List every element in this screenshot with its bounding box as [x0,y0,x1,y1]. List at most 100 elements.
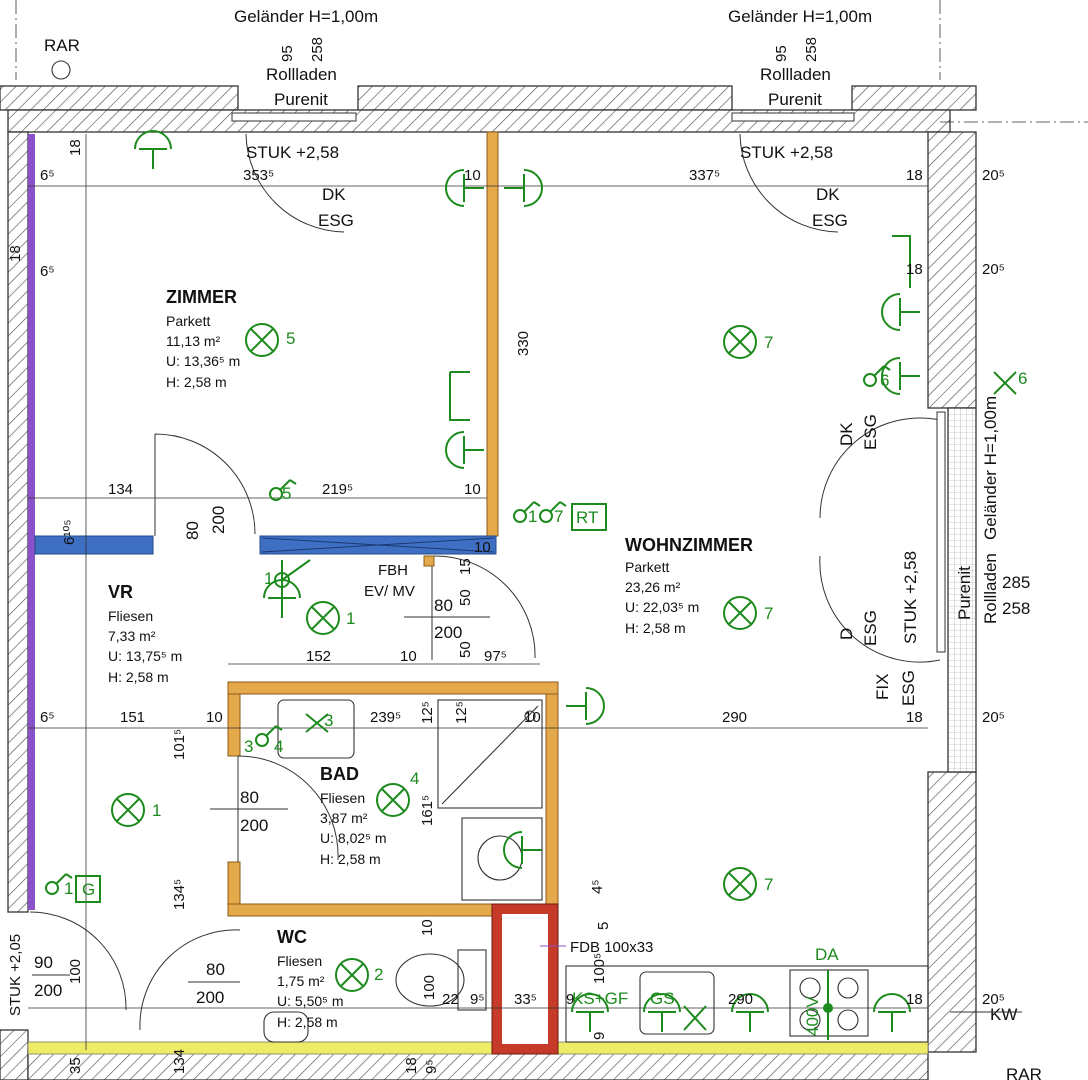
esg-east: ESG [861,414,880,450]
dim: 20⁵ [982,709,1005,726]
shower-drain [524,710,536,722]
dim: 6⁵ [40,263,55,280]
num: 5 [282,484,291,503]
dim: 239⁵ [370,709,401,726]
purenit-label-1: Purenit [274,90,328,109]
rar-bottom-label: RAR [1006,1065,1042,1080]
shutter-label-2: Rollladen [760,65,831,84]
dim: 12⁵ [419,701,436,724]
num: 5 [286,329,295,348]
socket-icon [873,993,911,1033]
dim: 33⁵ [514,991,537,1008]
wall-east-lower [927,771,977,1053]
stuk-label-2: STUK +2,58 [740,143,833,162]
dim: 219⁵ [322,481,353,498]
dim: 18 [403,1057,420,1074]
symbol-numbers: 5 7 7 7 1 1 4 2 5 1 7 RT 1 1 G 6 6 3 4 3 [64,329,1027,984]
dim: 50 [457,641,474,658]
dim: 10 [400,648,417,665]
socket-icon [503,169,543,207]
rt-label: RT [576,508,598,527]
dim: 15 [457,558,474,575]
wall-north-right [851,85,977,111]
dk-label-2: DK [816,185,840,204]
washer-drum [477,835,523,881]
num: 7 [764,604,773,623]
room-perimeter: U: 5,50⁵ m [277,993,344,1009]
sink-kitchen [639,971,715,1035]
rail-label-1: Geländer H=1,00m [234,7,378,26]
room-zimmer: ZIMMER Parkett 11,13 m² U: 13,36⁵ m H: 2… [166,287,240,390]
toilet-bowl [395,953,465,1007]
num: 1 [346,609,355,628]
ceiling-light-icon [335,958,369,992]
room-name: VR [108,582,133,602]
rar-symbol [51,60,71,80]
room-area: 11,13 m² [166,333,221,349]
room-name: BAD [320,764,359,784]
dim: 10 [206,709,223,726]
dim: 9 [566,991,574,1008]
fan-x-icon [993,371,1017,395]
shower-tray [437,699,543,809]
esg-east-3: ESG [899,670,918,706]
num: 1 [528,507,537,526]
room-perimeter: U: 13,36⁵ m [166,353,240,369]
shutter-east: Rollladen [981,553,1000,624]
esg-label-2: ESG [812,211,848,230]
door-entry-width: 90 [34,953,53,972]
shutter-label-1: Rollladen [266,65,337,84]
installation-wall-vr [34,535,154,555]
room-wc: WC Fliesen 1,75 m² U: 5,50⁵ m H: 2,58 m [277,927,344,1030]
dim: 12⁵ [453,701,470,724]
dim: 18 [906,991,923,1008]
da-label: DA [815,945,839,964]
num: 1 [152,801,161,820]
gs-label: GS [650,989,675,1008]
kitchen-counter [565,965,929,1043]
purenit-strip [947,407,977,773]
room-floor: Parkett [166,313,210,329]
dim: 290 [722,709,747,726]
toilet-tank [457,949,487,1011]
dim: 100 [67,959,84,984]
ceiling-light-icon [723,325,757,359]
ceiling-light-icon [723,596,757,630]
dim: 18 [906,709,923,726]
height-95-1: 95 [279,45,296,62]
ev-box [423,555,435,567]
stuk-east: STUK +2,58 [901,551,920,644]
evmv-label: EV/ MV [364,583,415,600]
rail-east: Geländer H=1,00m [981,396,1000,540]
fbh-label: FBH [378,562,408,579]
room-wohnzimmer: WOHNZIMMER Parkett 23,26 m² U: 22,03⁵ m … [625,535,753,636]
room-area: 1,75 m² [277,973,325,989]
room-height: H: 2,58 m [625,620,686,636]
dim: 151 [120,709,145,726]
dim: 10 [464,167,481,184]
dim: 100⁵ [591,953,608,984]
installation-cross [261,537,495,553]
wall-south [27,1049,929,1080]
room-bad: BAD Fliesen 3,87 m² U: 8,02⁵ m H: 2,58 m [320,764,387,867]
insulation-west [28,134,35,910]
v400-label: 400V [803,996,822,1036]
num: 1 [64,879,73,898]
dim: 35 [67,1057,84,1074]
wall-bad-east [545,693,559,905]
room-vr: VR Fliesen 7,33 m² U: 13,75⁵ m H: 2,58 m [108,582,182,685]
fdb-label: FDB 100x33 [570,939,653,956]
dim: 152 [306,648,331,665]
socket-icon [134,130,172,170]
room-area: 7,33 m² [108,628,156,644]
door-wc-height: 200 [196,988,224,1007]
dim: 4⁵ [589,879,606,894]
door-zimmer-height: 200 [209,506,228,534]
dim: 9⁵ [423,1059,440,1074]
dim: 134⁵ [171,879,188,910]
room-name: ZIMMER [166,287,237,307]
reference-lines [15,0,1088,1050]
rail-label-2: Geländer H=1,00m [728,7,872,26]
door-entry-stuk: STUK +2,05 [7,934,24,1016]
